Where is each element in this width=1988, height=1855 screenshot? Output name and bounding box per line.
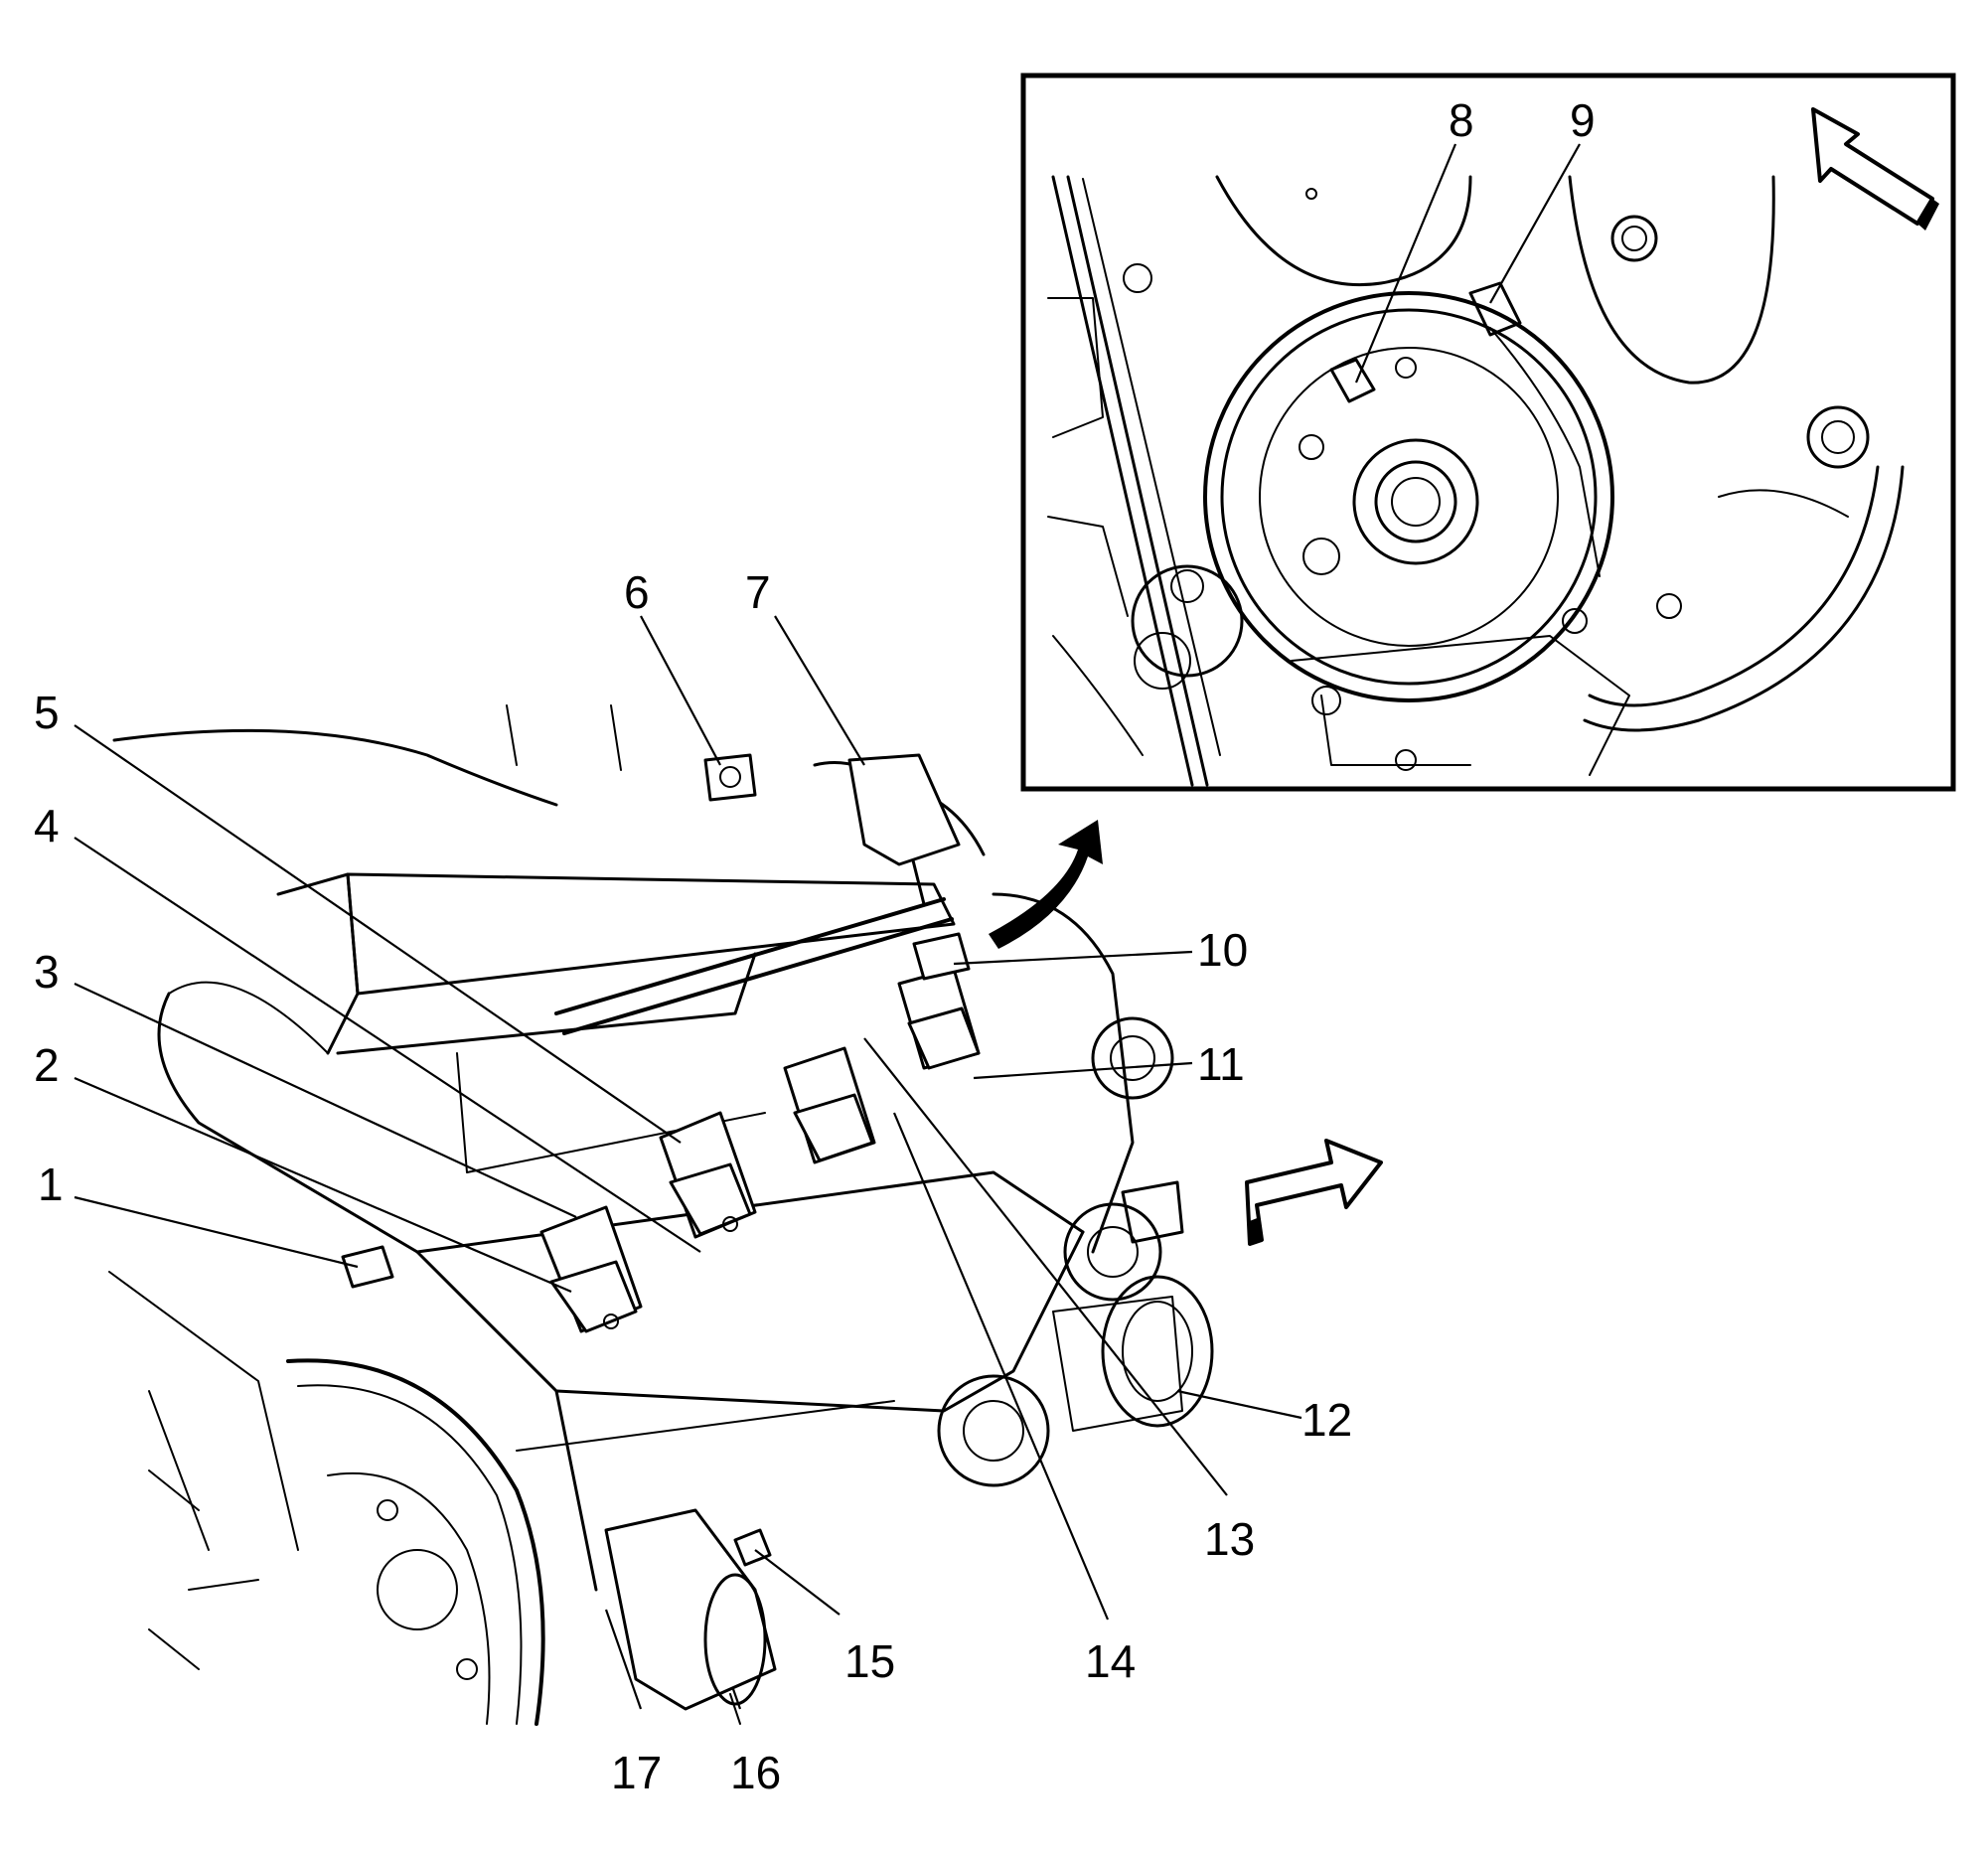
- callout-3: 3: [34, 946, 60, 998]
- view-direction-arrow-icon: [1811, 107, 1939, 231]
- callout-9: 9: [1570, 94, 1596, 146]
- ignition-coil-group: [539, 932, 981, 1333]
- callout-14: 14: [1085, 1635, 1136, 1687]
- callout-15: 15: [844, 1635, 895, 1687]
- callout-1: 1: [38, 1159, 64, 1210]
- engine-line-art: [108, 704, 1214, 1726]
- callout-2: 2: [34, 1039, 60, 1091]
- callout-17: 17: [611, 1747, 662, 1798]
- callout-6: 6: [624, 566, 650, 618]
- callout-16: 16: [730, 1747, 781, 1798]
- callout-5: 5: [34, 687, 60, 738]
- callout-11: 11: [1197, 1038, 1245, 1090]
- inset-line-art: [1047, 175, 1905, 787]
- sensor-group: [341, 753, 961, 1567]
- detail-inset: [1020, 73, 1956, 792]
- callout-10: 10: [1197, 924, 1248, 976]
- callout-labels: 1 2 3 4 5 6 7 8 9 10 11 12 13 14 15 16 1…: [34, 94, 1596, 1798]
- leader-lines: [74, 143, 1581, 1710]
- callout-13: 13: [1204, 1513, 1255, 1565]
- callout-12: 12: [1301, 1394, 1352, 1446]
- front-direction-arrow-icon: [1245, 1139, 1383, 1246]
- callout-7: 7: [745, 566, 771, 618]
- callout-8: 8: [1449, 94, 1474, 146]
- detail-inset-frame: [1020, 73, 1956, 792]
- detail-rotation-arrow-icon: [989, 820, 1103, 949]
- callout-4: 4: [34, 800, 60, 851]
